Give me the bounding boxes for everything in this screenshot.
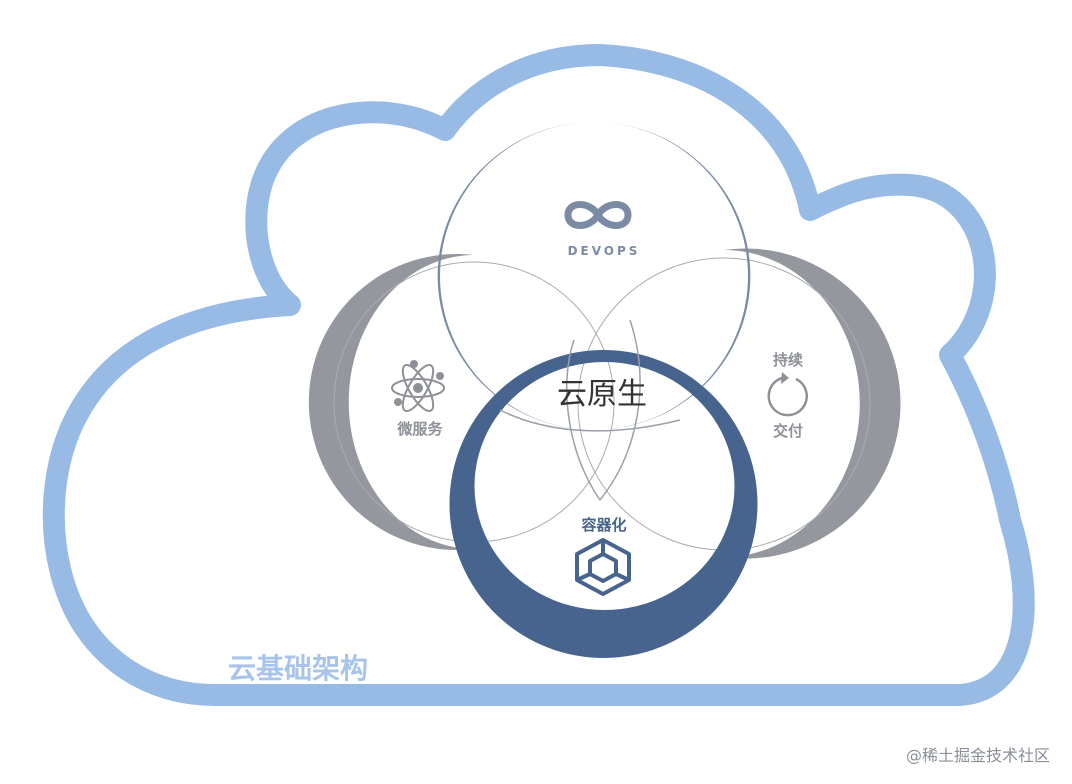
cube-icon [575,538,631,596]
delivery-label-bottom: 交付 [773,422,803,440]
cycle-arrow-icon [767,372,808,417]
microservices-label: 微服务 [396,420,443,438]
infinity-icon [564,201,632,229]
delivery-label-top: 持续 [773,351,803,369]
cloud-shape [42,44,1035,706]
base-label: 云基础架构 [228,652,368,685]
overlap-lines [499,319,681,501]
containers-label: 容器化 [580,516,626,534]
atom-icon [391,360,445,412]
center-label: 云原生 [557,377,647,412]
watermark: @稀土掘金技术社区 [905,746,1050,765]
devops-label: DEVOPS [568,244,641,258]
